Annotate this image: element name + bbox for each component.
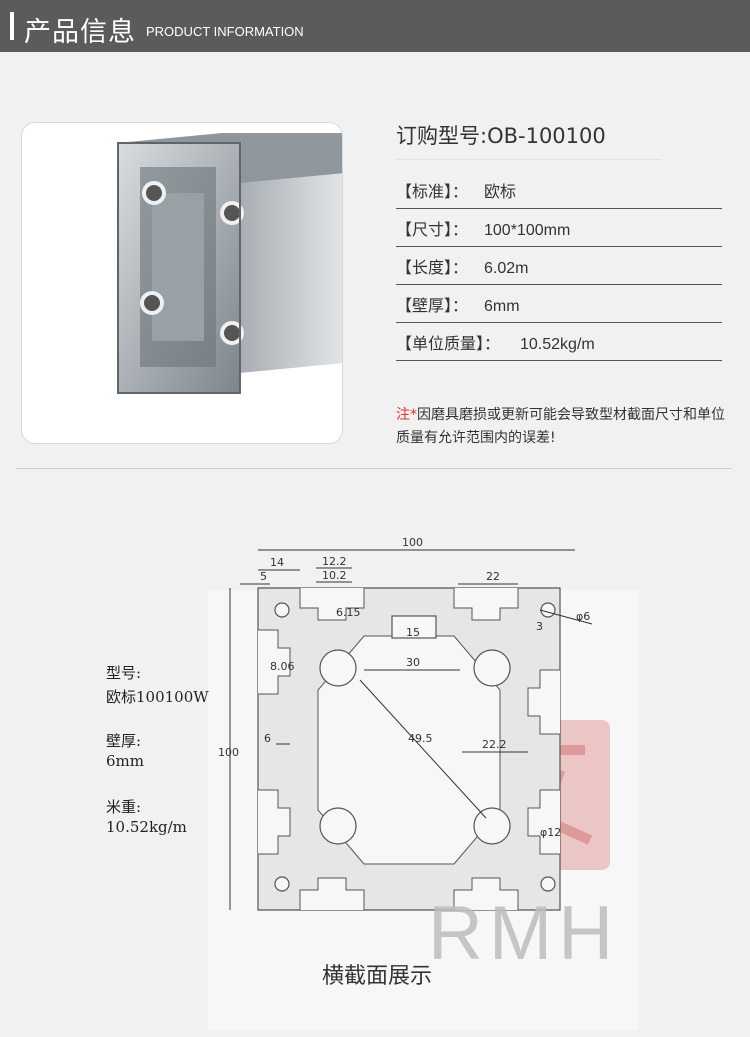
spec-row-standard: 【标准】： 欧标 <box>396 170 722 209</box>
product-photo <box>21 122 343 444</box>
weight-title: 米重: <box>106 798 142 816</box>
dim-10-2: 10.2 <box>322 569 347 582</box>
dim-6: 6 <box>264 732 271 745</box>
wall-value: 6mm <box>106 752 144 770</box>
note-star: 注* <box>396 407 417 423</box>
spec-value: 10.52kg/m <box>520 336 595 353</box>
drawing-caption: 横截面展示 <box>322 964 433 989</box>
spec-value: 100*100mm <box>484 222 571 239</box>
order-model: 订购型号:OB-100100 <box>396 124 606 148</box>
dim-22-2: 22.2 <box>482 738 507 751</box>
section-subtitle: PRODUCT INFORMATION <box>146 24 304 39</box>
cross-section-svg: 100 14 5 12.2 10.2 22 6.15 15 8.06 30 φ6… <box>208 536 638 1030</box>
dim-phi6: φ6 <box>576 610 590 623</box>
spec-key: 【单位质量】： <box>396 334 501 353</box>
cross-section-drawing: 100 14 5 12.2 10.2 22 6.15 15 8.06 30 φ6… <box>0 480 750 1033</box>
spec-row-weight: 【单位质量】： 10.52kg/m <box>396 322 722 361</box>
dim-total-width: 100 <box>402 536 423 549</box>
spec-row-length: 【长度】： 6.02m <box>396 246 722 285</box>
header-accent-bar <box>10 12 14 40</box>
spec-key: 【长度】： <box>396 258 469 277</box>
spec-value: 欧标 <box>484 184 517 201</box>
aluminum-profile-illustration <box>117 133 342 394</box>
dim-49-5: 49.5 <box>408 732 433 745</box>
dim-12-2: 12.2 <box>322 555 347 568</box>
spec-key: 【标准】： <box>396 182 469 201</box>
dim-15: 15 <box>406 626 420 639</box>
divider <box>396 159 662 160</box>
section-header: 产品信息 PRODUCT INFORMATION <box>0 0 750 52</box>
weight-value: 10.52kg/m <box>106 818 187 836</box>
watermark: RMH <box>428 891 620 976</box>
tolerance-note: 注*因磨具磨损或更新可能会导致型材截面尺寸和单位质量有允许范围内的误差! <box>396 404 726 450</box>
dim-22: 22 <box>486 570 500 583</box>
dim-total-height: 100 <box>218 746 239 759</box>
model-value: 欧标100100W <box>106 688 209 706</box>
dim-5: 5 <box>260 570 267 583</box>
spec-key: 【壁厚】： <box>396 296 469 315</box>
spec-value: 6mm <box>484 298 520 315</box>
spec-row-wall: 【壁厚】： 6mm <box>396 284 722 323</box>
note-text: 因磨具磨损或更新可能会导致型材截面尺寸和单位质量有允许范围内的误差! <box>396 407 725 446</box>
dim-3: 3 <box>536 620 543 633</box>
spec-key: 【尺寸】： <box>396 220 469 239</box>
dim-30: 30 <box>406 656 420 669</box>
section-title: 产品信息 <box>24 17 136 48</box>
dim-6-15: 6.15 <box>336 606 361 619</box>
model-title: 型号: <box>106 664 142 682</box>
dim-14: 14 <box>270 556 284 569</box>
spec-value: 6.02m <box>484 260 529 277</box>
spec-row-size: 【尺寸】： 100*100mm <box>396 208 722 247</box>
dim-phi12: φ12 <box>540 826 561 839</box>
dim-8-06: 8.06 <box>270 660 295 673</box>
section-divider <box>16 468 732 469</box>
wall-title: 壁厚: <box>106 732 142 750</box>
